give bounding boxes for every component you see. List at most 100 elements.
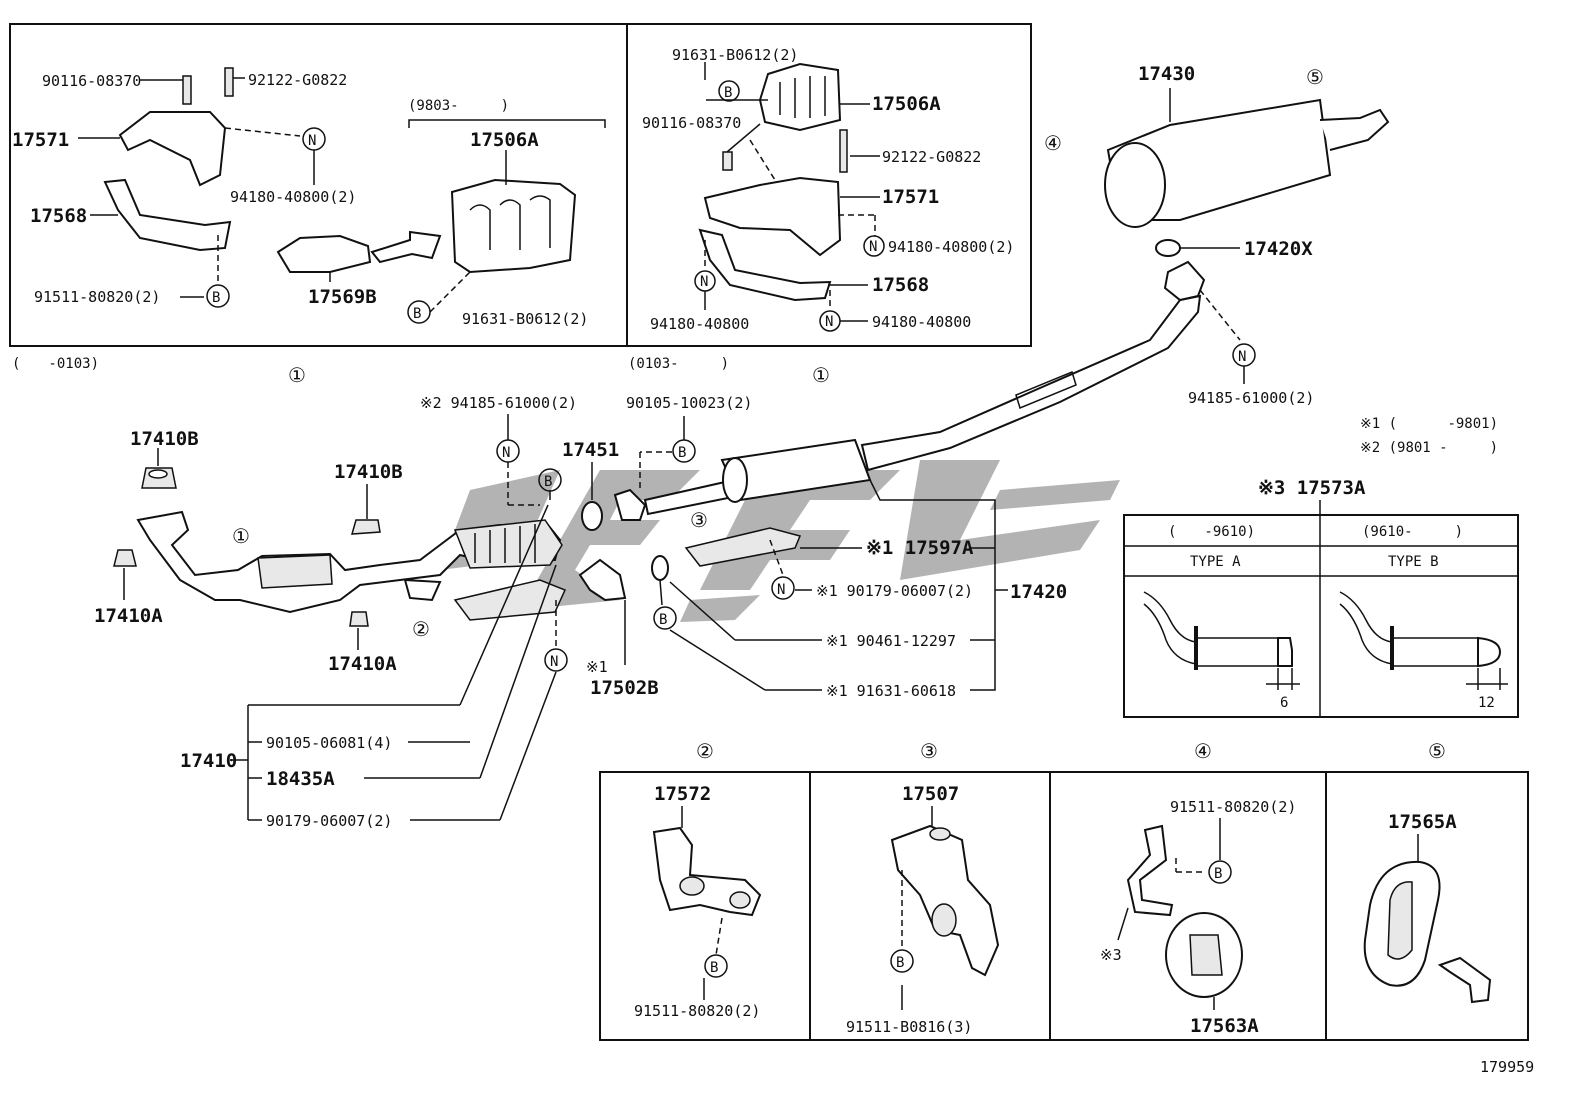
svg-text:N: N [777, 582, 785, 598]
svg-text:B: B [724, 85, 732, 101]
arrow-icon [370, 230, 442, 264]
bolt-icon [722, 151, 733, 171]
nut-17410a-icon [349, 611, 369, 627]
svg-text:B: B [1214, 866, 1222, 882]
n-mark-icon [863, 235, 885, 257]
svg-text:B: B [212, 290, 220, 306]
type-table: ( -9610) (9610- ) TYPE A TYPE B 6 12 [1123, 514, 1519, 718]
shield-ribs [469, 195, 551, 250]
n-mark-icon [496, 439, 520, 463]
part-number-91511-80820: 91511-80820(2) [34, 288, 160, 306]
callout-3-box: ③ [920, 739, 938, 763]
part-number-91631-b0612: 91631-B0612(2) [462, 310, 588, 328]
bracket-17571-icon [118, 111, 227, 187]
svg-text:N: N [700, 274, 708, 290]
part-number-90179-06007: 90179-06007(2) [266, 812, 392, 830]
main-labels: 17410B 17410B 17410A 17410A 17410 90105-… [94, 63, 1324, 830]
gasket-17410b-icon [350, 519, 381, 535]
type-a-range: ( -9610) [1168, 524, 1255, 540]
b-mark-icon [407, 300, 431, 324]
nut-17410a-icon [113, 549, 137, 567]
b-mark-icon [1208, 860, 1232, 884]
part-number-17597a: ※1 17597A [866, 537, 974, 559]
exhaust-assembly [113, 98, 1390, 627]
svg-text:B: B [659, 612, 667, 628]
stud-icon [182, 75, 192, 105]
note-mark-1: ※1 [586, 658, 608, 676]
part-number-94185-61000-note2: ※2 94185-61000(2) [420, 394, 577, 412]
type-b-dimension: 12 [1478, 695, 1495, 711]
date-range-0103-left: ( -0103) [12, 356, 99, 372]
n-mark-icon [302, 127, 326, 151]
inset-right: 91631-B0612(2) B 17506A 90116-08370 9212… [642, 46, 1014, 333]
type-a-label: TYPE A [1190, 554, 1241, 570]
svg-text:B: B [678, 445, 686, 461]
b-mark-icon [704, 954, 728, 978]
hanger-17507-icon [890, 824, 1000, 977]
part-number-17506a: 17506A [872, 93, 941, 115]
part-number-91511-80820: 91511-80820(2) [634, 1002, 760, 1020]
part-number-17430: 17430 [1138, 63, 1195, 85]
part-number-18435a: 18435A [266, 768, 335, 790]
part-number-17420x: 17420X [1244, 238, 1313, 260]
b-mark-icon [206, 284, 230, 308]
part-number-17410: 17410 [180, 750, 237, 772]
callout-5-main: ⑤ [1306, 65, 1324, 89]
bottom-boxes: ② 17572 B 91511-80820(2) ③ 17507 B 91511… [599, 739, 1529, 1041]
stud-icon [839, 129, 848, 173]
bracket-17571-icon [703, 176, 842, 257]
svg-text:N: N [308, 133, 316, 149]
b-mark-icon [890, 949, 914, 973]
callout-4-box: ④ [1194, 739, 1212, 763]
svg-text:N: N [1238, 349, 1246, 365]
notes: ※1 ( -9801) ※2 (9801 - ) ※3 17573A [1258, 416, 1498, 515]
part-number-94185-61000: 94185-61000(2) [1188, 389, 1314, 407]
inset-left: 90116-08370 92122-G0822 17571 N 94180-40… [12, 67, 606, 328]
part-number-17563a: 17563A [1190, 1015, 1259, 1037]
part-number-17569b: 17569B [308, 286, 377, 308]
heat-shield-17506a-icon [450, 178, 577, 274]
callout-4-main: ④ [1044, 131, 1062, 155]
bracket-17568-icon [698, 228, 832, 302]
part-number-94180-40800: 94180-40800 [650, 315, 749, 333]
part-number-91631-b0612: 91631-B0612(2) [672, 46, 798, 64]
part-number-17420: 17420 [1010, 581, 1067, 603]
svg-text:N: N [825, 314, 833, 330]
stud-icon [224, 67, 234, 97]
hanger-rod-icon [1437, 956, 1492, 1004]
part-number-17568: 17568 [872, 274, 929, 296]
main-leaders [123, 88, 1245, 821]
part-number-17572: 17572 [654, 783, 711, 805]
flange-icon [1163, 260, 1206, 302]
part-number-17506a: 17506A [470, 129, 539, 151]
type-a-dimension: 6 [1280, 695, 1288, 711]
heat-insulator-icon [453, 579, 567, 621]
part-number-17507: 17507 [902, 783, 959, 805]
svg-text:N: N [502, 445, 510, 461]
b-mark-icon [653, 606, 677, 630]
n-mark-icon [544, 648, 568, 672]
part-number-17451: 17451 [562, 439, 619, 461]
note-2-range: ※2 (9801 - ) [1360, 440, 1498, 456]
heat-shield-17569b-icon [276, 234, 372, 273]
part-number-90116-08370: 90116-08370 [642, 114, 741, 132]
note-1-range: ※1 ( -9801) [1360, 416, 1498, 432]
gasket-17420x-icon [1155, 239, 1181, 257]
type-b-range: (9610- ) [1362, 524, 1463, 540]
tail-pipe-icon [860, 294, 1202, 472]
svg-text:N: N [550, 654, 558, 670]
part-number-17571: 17571 [882, 186, 939, 208]
callout-2-box: ② [696, 739, 714, 763]
part-number-17565a: 17565A [1388, 811, 1457, 833]
part-number-91511-b0816: 91511-B0816(3) [846, 1018, 972, 1036]
callout-3-main: ③ [690, 508, 708, 532]
svg-text:B: B [544, 474, 552, 490]
callout-1-left: ① [288, 363, 306, 387]
pipe-ring-icon [1390, 626, 1394, 670]
pipe-ring-icon [1194, 626, 1198, 670]
part-number-91511-80820: 91511-80820(2) [1170, 798, 1296, 816]
callout-5-box: ⑤ [1428, 739, 1446, 763]
clamp-17502b-icon [578, 558, 627, 602]
diagram-id: 179959 [1480, 1058, 1534, 1076]
